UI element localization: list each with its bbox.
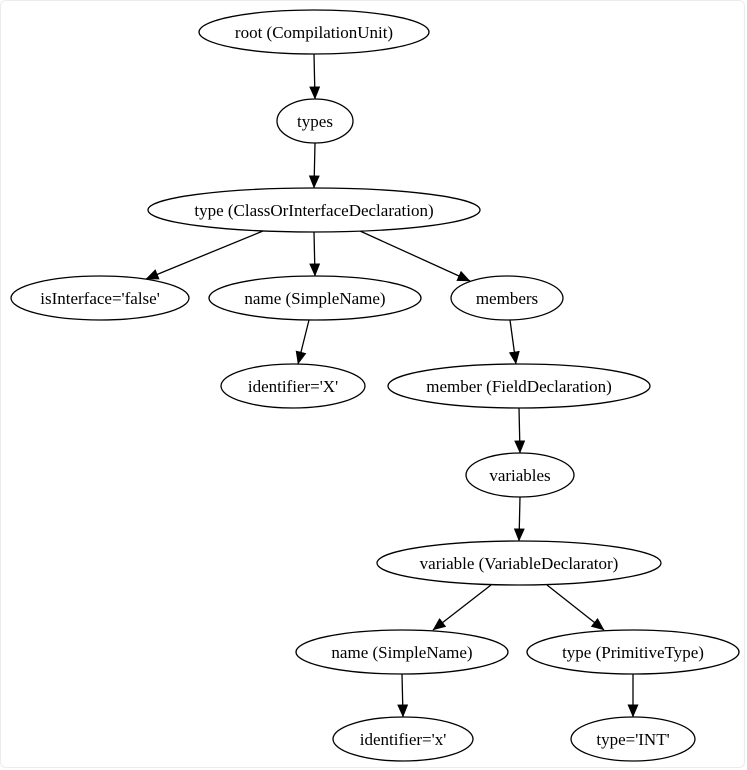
node-name1-label: name (SimpleName): [244, 289, 385, 308]
edge-members-to-member: [508, 319, 520, 365]
node-variable-variabledeclarator: variable (VariableDeclarator): [376, 540, 662, 586]
node-identifierX-shape: [220, 363, 366, 409]
edge-name2-to-identifierx: [397, 673, 409, 718]
node-variable-shape: [376, 540, 662, 586]
node-members: members: [450, 275, 564, 321]
node-type2-shape: [526, 629, 740, 675]
node-types: types: [276, 98, 354, 144]
node-root-compilationunit: root (CompilationUnit): [198, 9, 430, 55]
edge-types-to-type: [308, 142, 320, 189]
node-members-shape: [450, 275, 564, 321]
node-member-shape: [387, 363, 651, 409]
node-type-int: type='INT': [570, 716, 696, 762]
node-identifier-uppercase-x: identifier='X': [220, 363, 366, 409]
edge-name1-to-identifierX: [295, 319, 310, 365]
node-type2-label: type (PrimitiveType): [562, 643, 704, 662]
node-type-primitivetype: type (PrimitiveType): [526, 629, 740, 675]
edge-member-to-variables: [514, 407, 526, 454]
node-isinterface-false: isInterface='false': [10, 275, 190, 321]
edge-type-to-members: [359, 230, 471, 282]
node-variables: variables: [465, 452, 575, 498]
edge-type-to-isinterface: [145, 230, 264, 280]
node-identifierX-label: identifier='X': [248, 377, 338, 396]
node-isinterface-label: isInterface='false': [40, 289, 160, 308]
node-type-classorinterfacedeclaration: type (ClassOrInterfaceDeclaration): [147, 187, 481, 233]
node-typeINT-shape: [570, 716, 696, 762]
node-types-label: types: [297, 112, 333, 131]
node-type-shape: [147, 187, 481, 233]
node-layer: root (CompilationUnit) types type (Class…: [10, 9, 740, 762]
node-variable-label: variable (VariableDeclarator): [420, 554, 619, 573]
node-member-label: member (FieldDeclaration): [426, 377, 612, 396]
edge-variables-to-variable: [513, 496, 525, 542]
edge-root-to-types: [309, 53, 321, 100]
node-types-shape: [276, 98, 354, 144]
node-type-label: type (ClassOrInterfaceDeclaration): [194, 201, 433, 220]
node-identifier-lowercase-x: identifier='x': [332, 716, 474, 762]
node-identifierx-shape: [332, 716, 474, 762]
node-members-label: members: [476, 289, 538, 308]
edge-layer: [145, 53, 639, 718]
edge-type-to-name1: [309, 231, 321, 277]
node-name-simplename-1: name (SimpleName): [208, 275, 422, 321]
node-identifierx-label: identifier='x': [360, 730, 447, 749]
node-root-shape: [198, 9, 430, 55]
node-name-simplename-2: name (SimpleName): [295, 629, 509, 675]
node-member-fielddeclaration: member (FieldDeclaration): [387, 363, 651, 409]
node-typeINT-label: type='INT': [596, 730, 669, 749]
edge-variable-to-type2: [546, 584, 605, 631]
edge-variable-to-name2: [432, 584, 492, 631]
node-root-label: root (CompilationUnit): [235, 23, 393, 42]
node-name2-shape: [295, 629, 509, 675]
node-variables-shape: [465, 452, 575, 498]
node-name1-shape: [208, 275, 422, 321]
node-isinterface-shape: [10, 275, 190, 321]
node-variables-label: variables: [489, 466, 550, 485]
node-name2-label: name (SimpleName): [331, 643, 472, 662]
